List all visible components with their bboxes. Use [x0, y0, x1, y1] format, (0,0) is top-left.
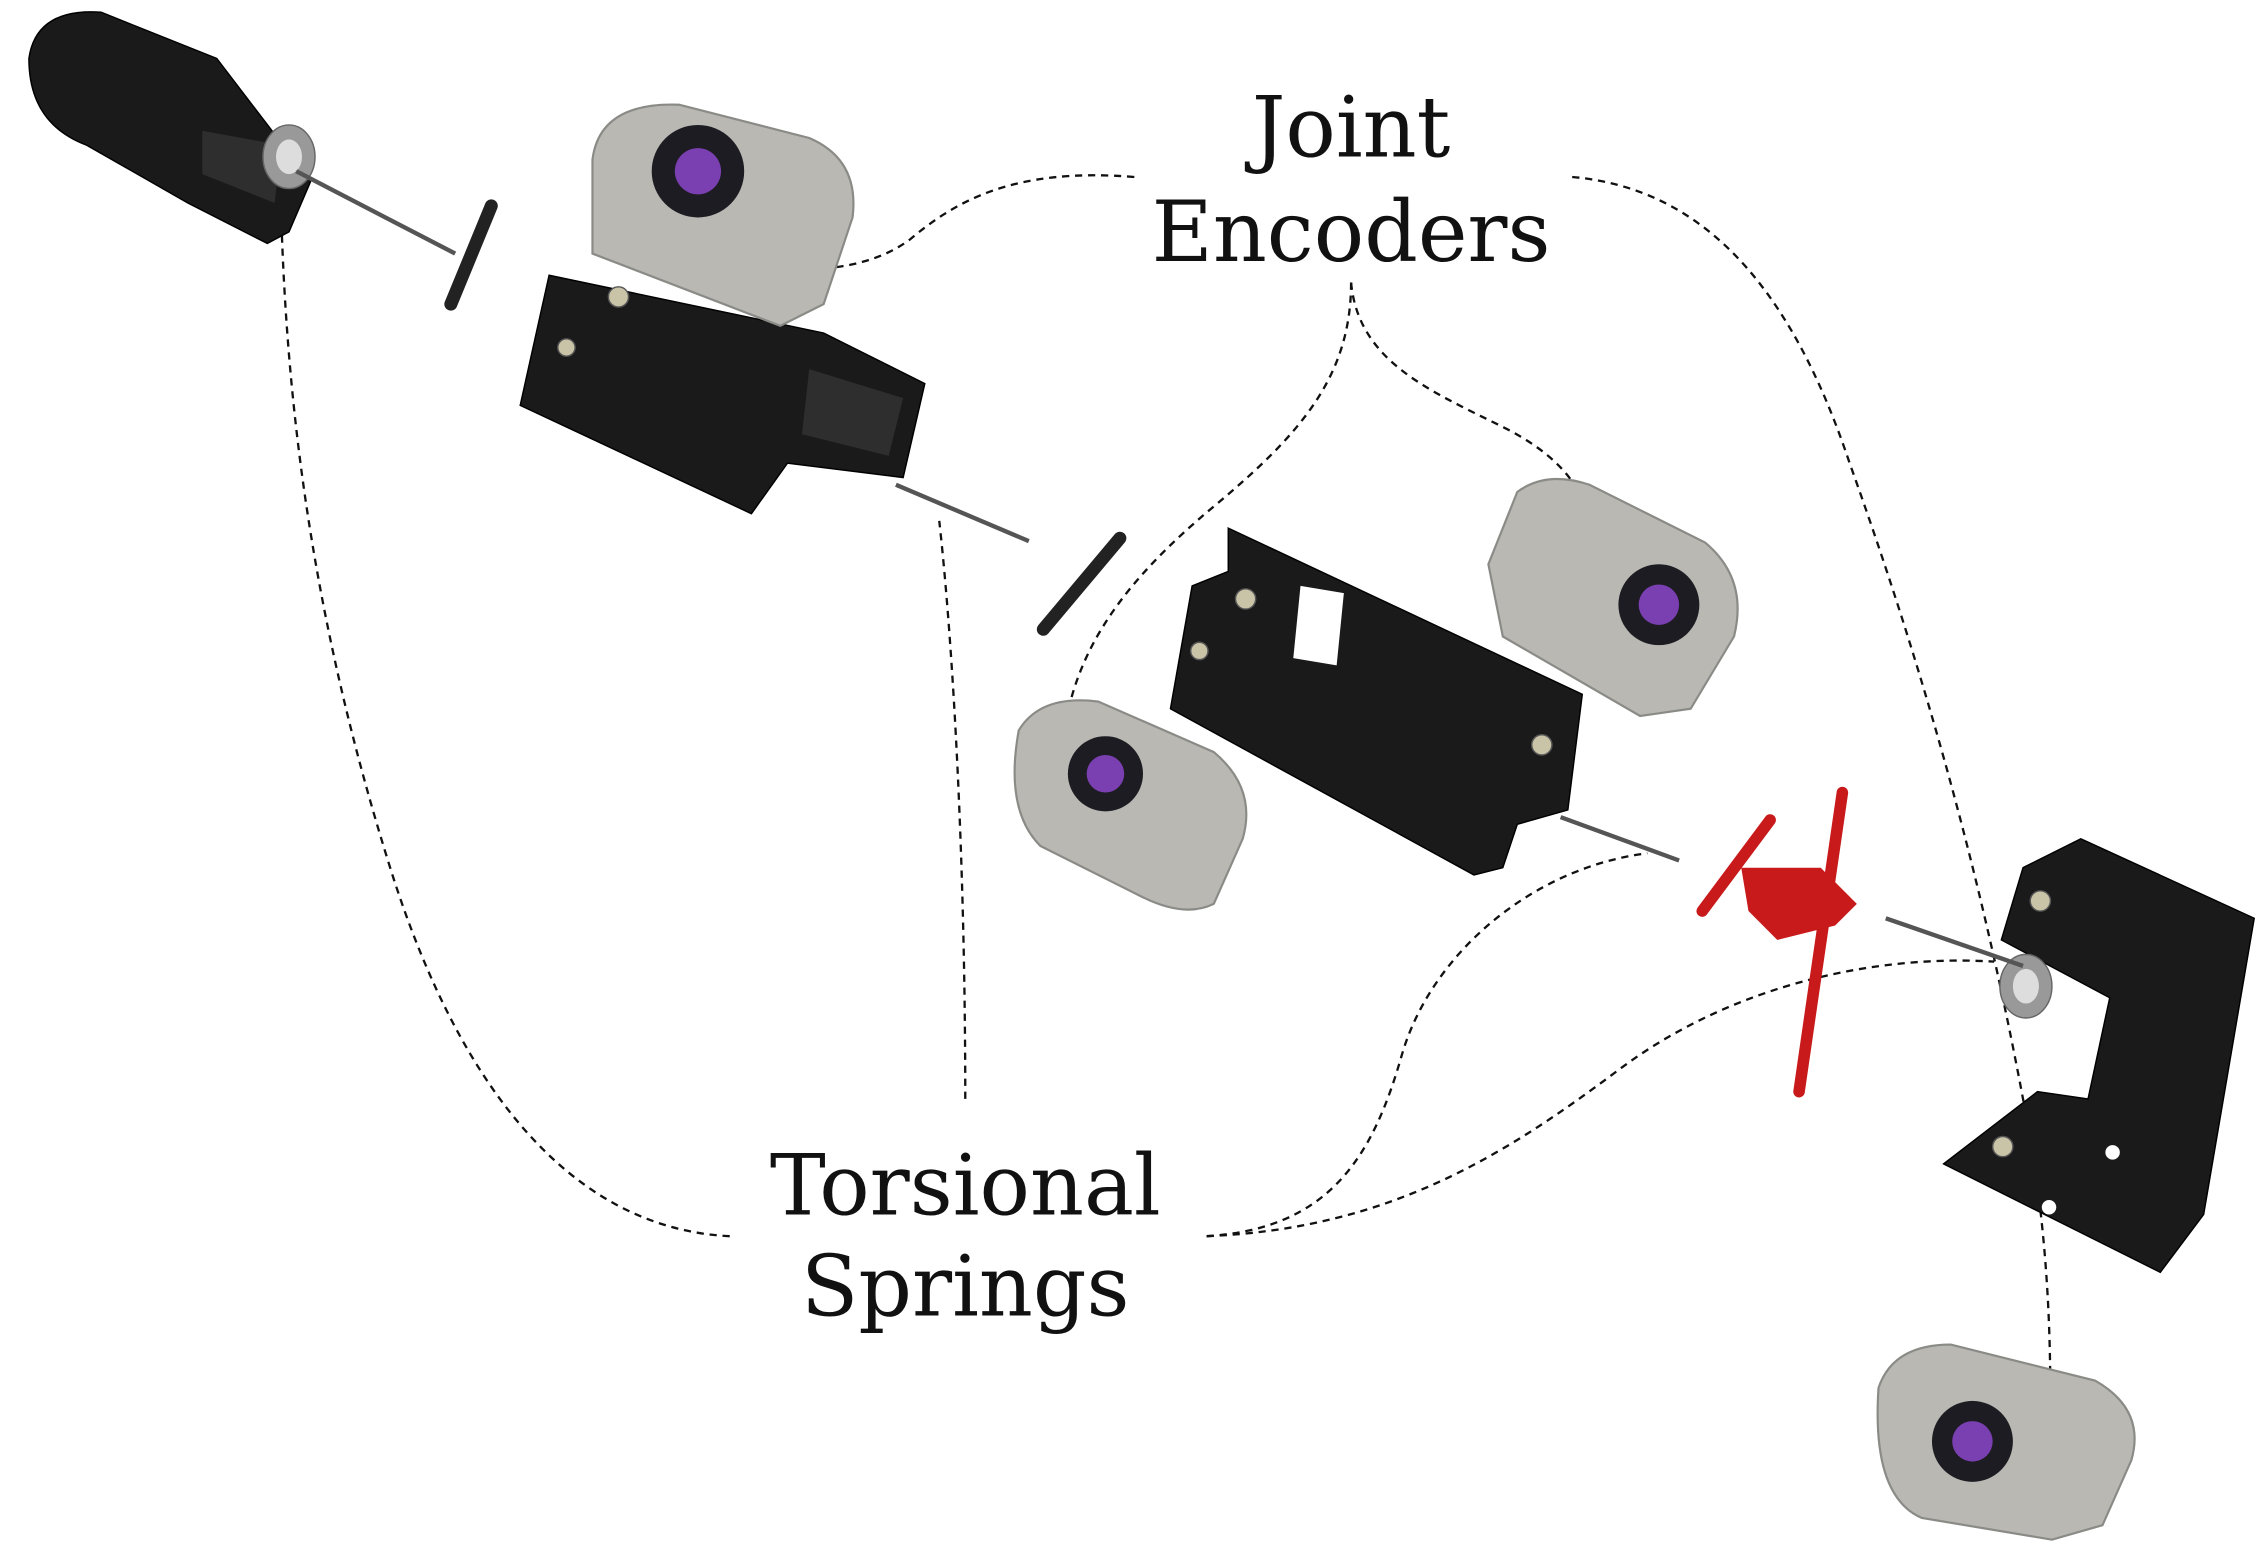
pin-1 — [444, 199, 498, 311]
label-joint-encoders-line2: Encoders — [1152, 183, 1551, 281]
spring-leader-lines — [280, 231, 1995, 1238]
joint-encoder-1 — [591, 103, 855, 328]
label-torsional-springs-line2: Springs — [801, 1238, 1130, 1336]
joint-encoder-2 — [1487, 477, 1739, 718]
torsional-spring-2 — [1999, 953, 2053, 1019]
end-bracket-housing — [1885, 837, 2256, 1274]
link-housing-1 — [519, 274, 1030, 544]
end-cap-housing — [28, 11, 457, 256]
encoder-leader-lines — [809, 174, 2052, 1461]
joint-encoder-4 — [1876, 1343, 2136, 1541]
link-housing-2 — [1169, 526, 1680, 876]
label-torsional-springs-line1: Torsional — [770, 1137, 1161, 1235]
red-coupler — [1696, 786, 1857, 1098]
label-joint-encoders-line1: Joint — [1244, 79, 1451, 177]
pin-2 — [1036, 531, 1127, 636]
joint-encoder-3 — [1013, 699, 1248, 911]
